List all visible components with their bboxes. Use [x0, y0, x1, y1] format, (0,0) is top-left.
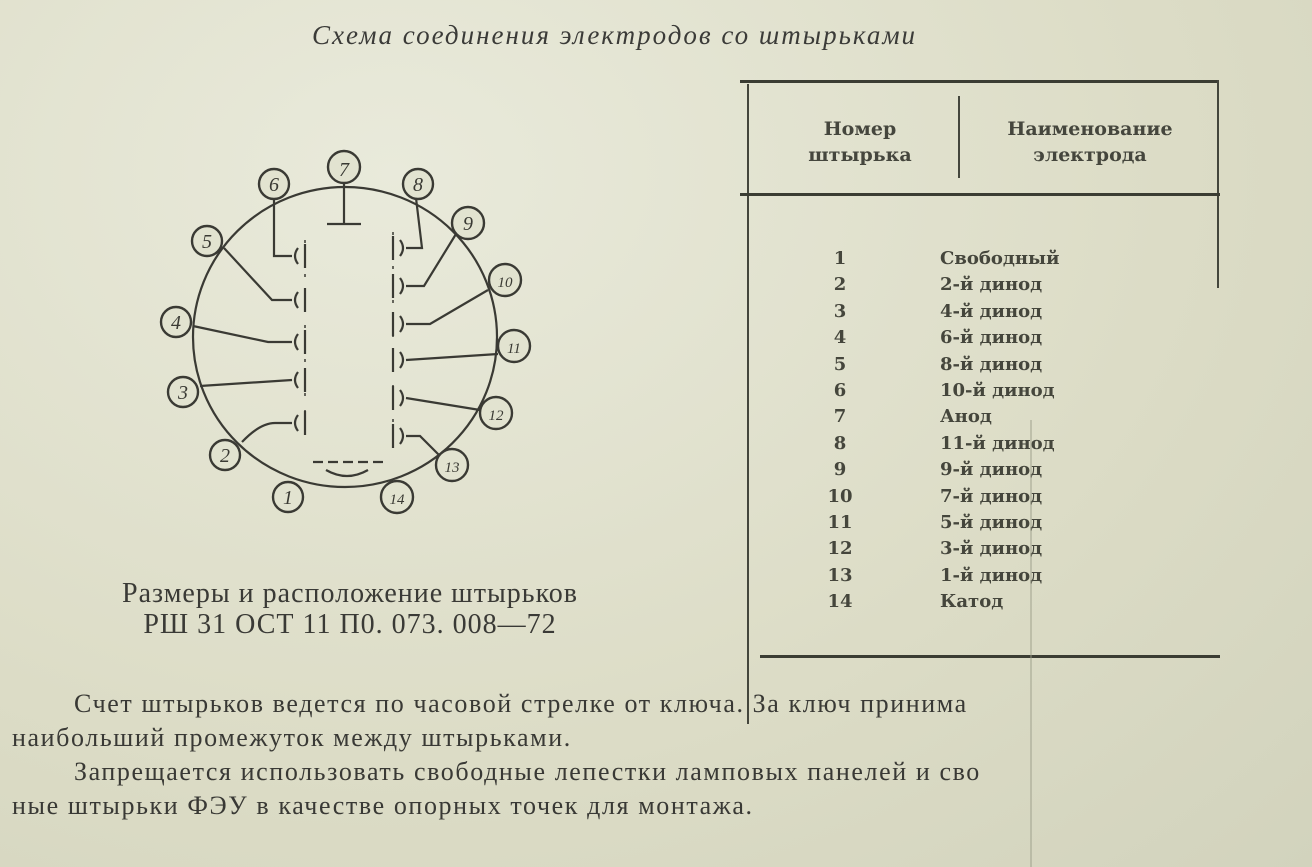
- pin-number: 3: [833, 300, 847, 322]
- electrode-name: 4-й динод: [940, 300, 1043, 322]
- pin-label: 11: [507, 341, 521, 357]
- header-pin-number: Номер штырька: [780, 116, 940, 168]
- note-1-line-1: Счет штырьков ведется по часовой стрелке…: [74, 689, 968, 718]
- table-row: 14 Катод: [800, 591, 1220, 617]
- pin-label: 4: [171, 312, 181, 334]
- pin-number: 11: [827, 511, 853, 533]
- table-row: 2 2-й динод: [800, 274, 1220, 300]
- table-row: 5 8-й динод: [800, 354, 1220, 380]
- pin-number: 13: [827, 564, 853, 586]
- pin-number: 12: [827, 538, 853, 560]
- electrode-name: Анод: [940, 406, 992, 428]
- pin-label: 7: [339, 159, 350, 181]
- pin-label: 3: [177, 382, 188, 404]
- pin-label: 14: [390, 492, 406, 508]
- base-dimensions-caption: Размеры и расположение штырьков РШ 31 ОС…: [45, 578, 655, 640]
- notes-text: Счет штырьков ведется по часовой стрелке…: [12, 687, 1312, 823]
- header-pin-number-line1: Номер: [823, 118, 897, 140]
- pin-label: 2: [220, 445, 230, 467]
- header-electrode-name: Наименование электрода: [970, 116, 1210, 168]
- note-2-line-2: ные штырьки ФЭУ в качестве опорных точек…: [12, 791, 754, 820]
- pin-number: 2: [833, 274, 847, 296]
- pin-number: 1: [833, 248, 847, 269]
- header-pin-number-line2: штырька: [808, 144, 912, 166]
- page-title: Схема соединения электродов со штырьками: [312, 20, 918, 50]
- electrode-name: 11-й динод: [940, 432, 1055, 454]
- pin-number: 4: [833, 327, 847, 349]
- table-row: 4 6-й динод: [800, 327, 1220, 353]
- table-row: 11 5-й динод: [800, 512, 1220, 538]
- electrode-name: 9-й динод: [940, 459, 1043, 481]
- electrode-name: 10-й динод: [940, 379, 1055, 401]
- pin-number: 8: [833, 432, 847, 454]
- electrode-name: 6-й динод: [940, 327, 1043, 349]
- electrode-name: 5-й динод: [940, 511, 1043, 533]
- paper-crease: [1030, 420, 1032, 867]
- pin-label: 6: [269, 174, 279, 196]
- electrode-name: Свободный: [940, 248, 1060, 269]
- pin-number: 9: [833, 459, 847, 481]
- header-electrode-name-line2: электрода: [1033, 144, 1147, 166]
- pin-label: 12: [489, 408, 505, 424]
- table-body: 1 Свободный 2 2-й динод 3 4-й динод 4 6-й ди…: [800, 248, 1220, 617]
- pin-number: 6: [833, 379, 847, 401]
- table-top-rule: [740, 80, 1218, 83]
- electrode-name: Катод: [940, 591, 1004, 613]
- table-bottom-rule: [760, 655, 1220, 658]
- pin-label: 1: [283, 487, 293, 509]
- pin-assignment-table: Номер штырька Наименование электрода 1 Св…: [740, 80, 1220, 724]
- electrode-name: 7-й динод: [940, 485, 1043, 507]
- table-column-rule: [958, 96, 960, 178]
- pin-number: 14: [827, 591, 853, 613]
- electrode-name: 3-й динод: [940, 538, 1043, 560]
- caption-line-1: Размеры и расположение штырьков: [122, 578, 578, 609]
- pin-number: 7: [833, 406, 847, 428]
- table-row: 6 10-й динод: [800, 380, 1220, 406]
- table-row: 8 11-й динод: [800, 433, 1220, 459]
- electrode-name: 8-й динод: [940, 353, 1043, 375]
- note-1-line-2: наибольший промежуток между штырьками.: [12, 723, 572, 752]
- pin-number: 10: [827, 485, 853, 507]
- pin-number: 5: [833, 353, 847, 375]
- table-row: 13 1-й динод: [800, 565, 1220, 591]
- table-header-rule: [740, 193, 1220, 196]
- table-row: 3 4-й динод: [800, 301, 1220, 327]
- electrode-name: 2-й динод: [940, 274, 1043, 296]
- header-electrode-name-line1: Наименование: [1007, 118, 1173, 140]
- pin-label: 5: [202, 231, 212, 253]
- table-row: 10 7-й динод: [800, 486, 1220, 512]
- table-row: 7 Анод: [800, 406, 1220, 432]
- pin-label: 8: [413, 174, 423, 196]
- pin-label: 10: [498, 275, 514, 291]
- caption-line-2: РШ 31 ОСТ 11 П0. 073. 008—72: [143, 609, 557, 640]
- table-row: 1 Свободный: [800, 248, 1220, 274]
- table-right-rule: [1217, 80, 1219, 288]
- table-left-rule: [747, 84, 749, 724]
- pin-label: 9: [463, 213, 473, 235]
- electrode-name: 1-й динод: [940, 564, 1043, 586]
- pin-label: 13: [445, 460, 460, 476]
- table-row: 12 3-й динод: [800, 538, 1220, 564]
- table-row: 9 9-й динод: [800, 459, 1220, 485]
- note-2-line-1: Запрещается использовать свободные лепес…: [74, 757, 981, 786]
